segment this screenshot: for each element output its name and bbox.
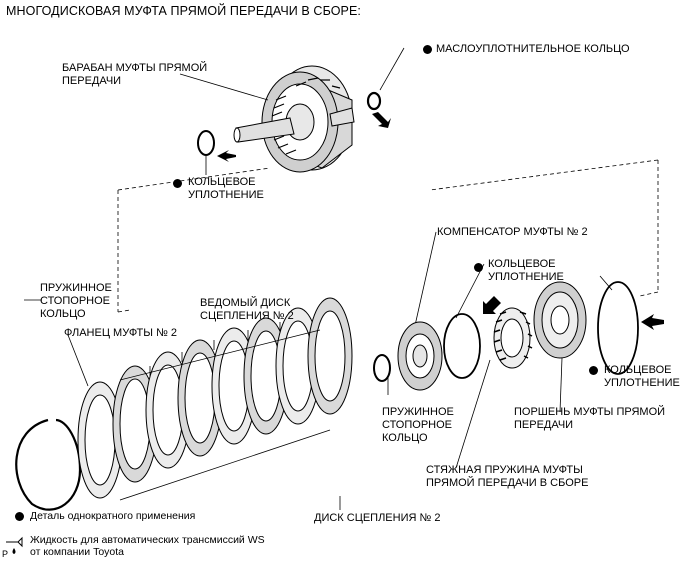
label-spring: СТЯЖНАЯ ПРУЖИНА МУФТЫ ПРЯМОЙ ПЕРЕДАЧИ В … — [426, 464, 589, 489]
arrow-o-ring-mid — [483, 296, 501, 314]
spring-part — [493, 307, 533, 369]
legend-fluid: Жидкость для автоматических трансмиссий … — [30, 534, 265, 558]
snap-ring-left-part — [15, 418, 82, 511]
label-drum: БАРАБАН МУФТЫ ПРЯМОЙ ПЕРЕДАЧИ — [62, 62, 208, 87]
o-ring-top-part — [197, 130, 236, 162]
legend-single-use: Деталь однократного применения — [30, 510, 196, 522]
o-ring-mid-part — [443, 313, 481, 379]
label-o-ring-right: КОЛЬЦЕВОЕ УПЛОТНЕНИЕ — [604, 364, 680, 389]
arrow-oil-seal — [372, 112, 391, 128]
snap-ring-mid-part — [373, 354, 391, 382]
label-clutch-disc: ДИСК СЦЕПЛЕНИЯ № 2 — [314, 512, 441, 524]
fluid-legend-icon — [2, 536, 28, 556]
dashed-alignment-line-right — [639, 291, 659, 297]
dashed-alignment-line — [117, 159, 659, 313]
label-o-ring-top: КОЛЬЦЕВОЕ УПЛОТНЕНИЕ — [188, 176, 264, 201]
oil-seal-ring-part — [366, 91, 391, 128]
label-compensator: КОМПЕНСАТОР МУФТЫ № 2 — [437, 226, 588, 238]
single-use-icon — [474, 263, 483, 272]
label-oil-seal-ring: МАСЛОУПЛОТНИТЕЛЬНОЕ КОЛЬЦО — [436, 43, 630, 55]
compensator-part — [397, 321, 443, 391]
label-flange: ФЛАНЕЦ МУФТЫ № 2 — [64, 327, 178, 339]
single-use-icon — [173, 179, 182, 188]
single-use-icon — [589, 366, 598, 375]
label-driven-disc: ВЕДОМЫЙ ДИСК СЦЕПЛЕНИЯ № 2 — [200, 297, 294, 322]
page-title: МНОГОДИСКОВАЯ МУФТА ПРЯМОЙ ПЕРЕДАЧИ В СБ… — [6, 4, 361, 18]
fluid-legend-symbol: P — [2, 549, 9, 559]
clutch-pack-part — [77, 297, 353, 501]
label-o-ring-mid: КОЛЬЦЕВОЕ УПЛОТНЕНИЕ — [488, 258, 564, 283]
label-piston: ПОРШЕНЬ МУФТЫ ПРЯМОЙ ПЕРЕДАЧИ — [514, 406, 666, 431]
o-ring-right-part — [597, 281, 639, 375]
arrow-o-ring-top — [217, 150, 236, 162]
drum-part — [233, 65, 355, 173]
arrow-o-ring-right — [641, 314, 664, 330]
single-use-icon — [423, 45, 432, 54]
label-snap-ring-left: ПРУЖИННОЕ СТОПОРНОЕ КОЛЬЦО — [40, 282, 112, 320]
label-snap-ring-mid: ПРУЖИННОЕ СТОПОРНОЕ КОЛЬЦО — [382, 406, 454, 444]
piston-part — [533, 281, 587, 359]
single-use-legend-icon — [15, 512, 24, 521]
